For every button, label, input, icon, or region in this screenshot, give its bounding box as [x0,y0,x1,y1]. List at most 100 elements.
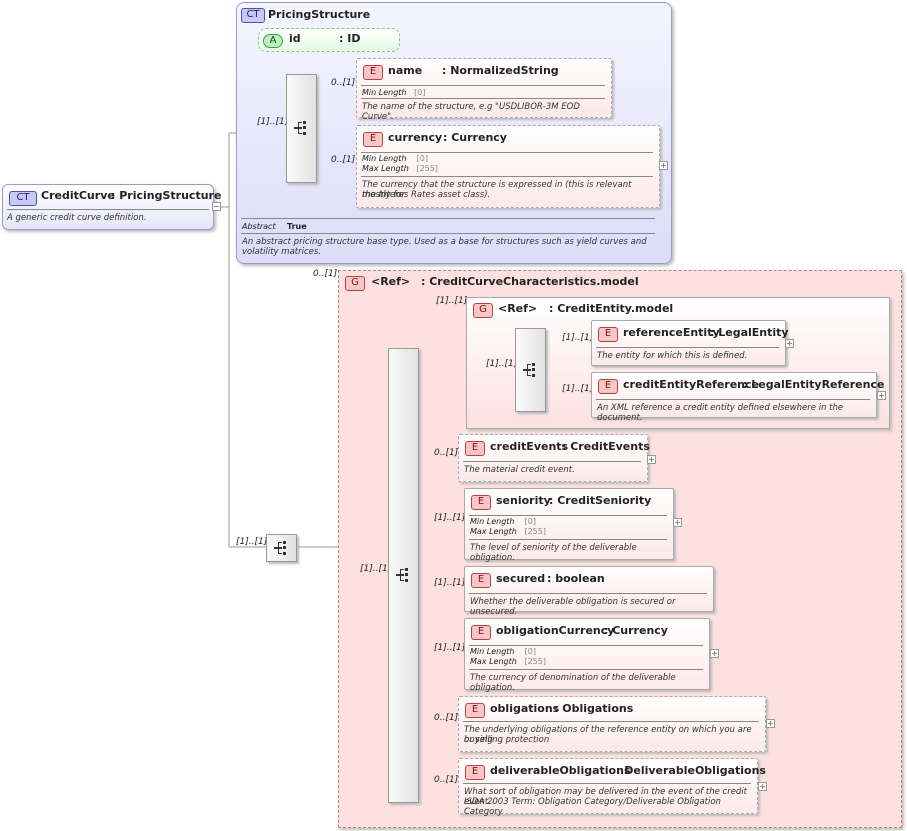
element-badge: E [471,625,491,640]
inner-sequence-compositor[interactable] [388,348,419,803]
sequence-multiplicity: [1]..[1] [257,117,289,127]
element-name-label: seniority [496,494,551,507]
element-name-label: secured [496,572,546,585]
element-currency[interactable]: E currency : Currency Min Length [0] Max… [356,125,660,208]
deliverableobligations-multiplicity: 0..[1] [434,775,459,785]
abstract-value: True [287,222,307,231]
complex-type-badge: CT [9,191,37,206]
entity-sequence-multiplicity: [1]..[1] [486,359,518,369]
element-type: : DeliverableObligations [616,764,766,777]
attribute-type: : ID [339,32,361,45]
element-badge: E [471,573,491,588]
facet-label: Max Length [362,164,409,173]
element-name-label: name [388,64,423,77]
element-name-label: creditEvents [490,440,569,453]
facet-label: Min Length [470,517,515,526]
secured-multiplicity: [1]..[1] [434,578,466,588]
facet-label: Min Length [470,647,515,656]
group-badge: G [473,303,493,318]
facet-label: Max Length [470,657,517,666]
element-obligationcurrency[interactable]: E obligationCurrency : Currency Min Leng… [464,618,710,693]
element-creditentityreference[interactable]: E creditEntityReference : LegalEntityRef… [591,372,884,423]
element-description: The name of the structure, e.g "USDLIBOR… [362,102,580,122]
element-badge: E [598,327,618,342]
pricingstructure-description-1: An abstract pricing structure base type.… [242,237,647,247]
pricingstructure-description-2: volatility matrices. [242,247,321,257]
element-badge: E [598,379,618,394]
element-referenceentity[interactable]: E referenceEntity : LegalEntity The enti… [591,320,789,366]
root-type: : PricingStructure [111,189,222,202]
expand-toggle-icon[interactable]: + [877,391,886,400]
expand-toggle-icon[interactable]: + [647,455,656,464]
facet-value: [255] [416,164,438,173]
expand-toggle-icon[interactable]: + [673,518,682,527]
abstract-label: Abstract [242,222,276,231]
referenceentity-multiplicity: [1]..[1] [562,333,594,343]
sequence-icon [274,541,286,555]
element-creditevents[interactable]: E creditEvents : CreditEvents The materi… [458,434,650,482]
group-entity-multiplicity: [1]..[1] [436,296,468,306]
group-type: : CreditEntity.model [549,302,674,315]
facet-value: [255] [524,657,546,666]
attribute-id[interactable]: A id : ID [258,28,400,52]
element-description-1: The underlying obligations of the refere… [464,725,752,745]
element-description: The level of seniority of the deliverabl… [470,543,637,563]
element-name-label: referenceEntity [623,326,720,339]
creditentityreference-multiplicity: [1]..[1] [562,384,594,394]
element-badge: E [471,495,491,510]
element-secured[interactable]: E secured : boolean Whether the delivera… [464,566,714,617]
element-badge: E [465,703,485,718]
element-name-label: deliverableObligations [490,764,631,777]
element-name-type: : NormalizedString [442,64,559,77]
group-ref: <Ref> [371,275,411,288]
element-type: : Obligations [554,702,634,715]
sequence-icon [396,568,408,582]
element-obligations[interactable]: E obligations : Obligations The underlyi… [458,696,766,752]
expand-toggle-icon[interactable]: + [710,649,719,658]
creditcurve-root-node[interactable]: CT CreditCurve : PricingStructure A gene… [2,184,221,230]
expand-toggle-icon[interactable]: + [766,719,775,728]
name-multiplicity: 0..[1] [331,78,356,88]
element-badge: E [363,65,383,80]
element-badge: E [363,132,383,147]
obligations-multiplicity: 0..[1] [434,713,459,723]
element-description-2: the Interes Rates asset class). [362,190,491,200]
element-type: : CreditSeniority [549,494,652,507]
main-sequence-compositor[interactable] [266,534,297,562]
expand-toggle-icon[interactable]: + [758,782,767,791]
element-name[interactable]: E name : NormalizedString Min Length [0]… [356,58,612,122]
collapse-toggle-icon[interactable]: − [212,202,221,211]
sequence-icon [294,121,306,135]
element-description: An XML reference a credit entity defined… [597,403,844,423]
attribute-badge: A [263,34,283,48]
sequence-icon [523,363,535,377]
element-seniority[interactable]: E seniority : CreditSeniority Min Length… [464,488,674,563]
element-type: : Currency [443,131,507,144]
element-description-2: ISDA 2003 Term: Obligation Category/Deli… [464,797,721,817]
element-deliverableobligations[interactable]: E deliverableObligations : DeliverableOb… [458,758,766,817]
element-badge: E [465,765,485,780]
element-description: The material credit event. [464,465,575,475]
element-description: The currency of denomination of the deli… [470,673,676,693]
sequence-compositor[interactable] [286,74,317,183]
element-type: : LegalEntityReference [743,378,885,391]
facet-label: Min Length [362,154,407,163]
group-characteristics-multiplicity: 0..[1] [313,269,338,279]
entity-sequence-compositor[interactable] [515,328,546,412]
creditevents-multiplicity: 0..[1] [434,448,459,458]
facet-label: Max Length [470,527,517,536]
element-description: Whether the deliverable obligation is se… [470,597,676,617]
root-description: A generic credit curve definition. [7,213,147,223]
element-name-label: obligations [490,702,560,715]
expand-toggle-icon[interactable]: + [659,161,668,170]
facet-value: [0] [414,88,426,97]
facet-value: [0] [524,647,536,656]
element-description-1: The currency that the structure is expre… [362,180,632,200]
complex-type-badge: CT [241,8,265,23]
group-badge: G [345,276,365,291]
main-sequence-multiplicity: [1]..[1] [236,537,268,547]
pricingstructure-title: PricingStructure [268,8,371,21]
facet-value: [0] [416,154,428,163]
seniority-multiplicity: [1]..[1] [434,513,466,523]
expand-toggle-icon[interactable]: + [785,339,794,348]
